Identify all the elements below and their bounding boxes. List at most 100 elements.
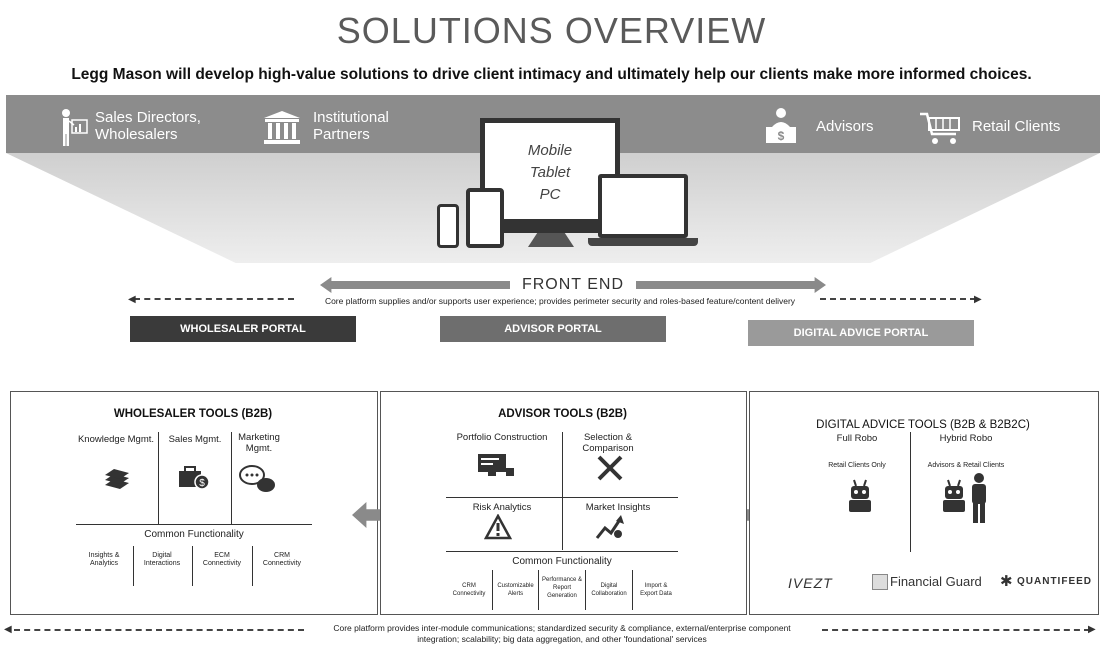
arrowhead-left-icon: ◀ [4, 624, 12, 635]
page-title: SOLUTIONS OVERVIEW [336, 10, 767, 51]
common-label: Connectivity [262, 560, 302, 567]
module-knowledge-mgmt: Knowledge Mgmt. [77, 434, 155, 445]
laptop-icon [598, 174, 688, 238]
front-end-arrow-left [320, 277, 510, 293]
divider [562, 432, 563, 550]
warning-icon [483, 513, 513, 540]
module-marketing-mgmt: Marketing Mgmt. [238, 432, 280, 454]
common-label: Connectivity [452, 591, 486, 597]
module-market-insights: Market Insights [585, 502, 651, 513]
user-label: Sales Directors, [95, 109, 201, 126]
presenter-icon [58, 107, 88, 147]
quantifeed-icon: ✱ [1000, 573, 1013, 590]
full-robo-sub: Retail Clients Only [828, 462, 886, 469]
bottom-description: Core platform provides inter-module comm… [304, 623, 820, 645]
user-label: Partners [313, 126, 370, 143]
common-label: Digital [600, 583, 618, 589]
svg-text:$: $ [778, 129, 785, 143]
divider [192, 546, 193, 586]
divider [910, 432, 911, 552]
module-sales-mgmt: Sales Mgmt. [168, 434, 222, 445]
common-label: Collaboration [591, 591, 627, 597]
common-label: Performance & [541, 577, 583, 583]
wholesaler-tools-box [10, 391, 378, 615]
divider [231, 432, 232, 524]
arrowhead-right-icon: ▶ [1088, 624, 1096, 635]
advisor-tools-title: ADVISOR TOOLS (B2B) [498, 408, 627, 420]
quantifeed-logo: QUANTIFEED [1017, 576, 1092, 587]
user-retail-clients: Retail Clients [972, 118, 1061, 135]
front-end-dash-left [134, 298, 294, 300]
full-robo-label: Full Robo [836, 433, 878, 444]
cart-icon [918, 110, 962, 146]
svg-text:$: $ [199, 478, 205, 489]
wholesaler-common-title: Common Functionality [144, 529, 244, 540]
common-label: Report [552, 585, 571, 591]
divider [446, 497, 678, 498]
common-insights-analytics: Insights &Analytics [76, 552, 132, 568]
computer-icon [476, 452, 516, 480]
divider [252, 546, 253, 586]
monitor-stand [528, 233, 574, 247]
divider [133, 546, 134, 586]
laptop-base [588, 238, 698, 246]
divider [538, 570, 539, 610]
wholesaler-tools-title: WHOLESALER TOOLS (B2B) [113, 408, 273, 420]
bottom-line: Core platform provides inter-module comm… [333, 623, 791, 633]
arrowhead-left-icon: ◀ [128, 294, 136, 305]
module-label: Comparison [582, 443, 634, 454]
trend-icon [594, 512, 626, 542]
common-label: Connectivity [202, 560, 242, 567]
user-sales-directors: Sales Directors, Wholesalers [95, 109, 201, 143]
page-subtitle: Legg Mason will develop high-value solut… [71, 66, 1032, 83]
common-label: Interactions [143, 560, 181, 567]
user-institutional-partners: Institutional Partners [313, 109, 389, 143]
documents-icon [102, 465, 132, 491]
hybrid-robo-sub: Advisors & Retail Clients [927, 462, 1005, 469]
digital-advice-tools-box [749, 391, 1099, 615]
bottom-line: integration; scalability; big data aggre… [417, 634, 707, 644]
advisor-icon: $ [764, 107, 798, 145]
bottom-dash-left [14, 629, 304, 631]
front-end-dash-right [820, 298, 976, 300]
person-icon [968, 472, 990, 524]
user-label: Institutional [313, 109, 389, 126]
divider [76, 524, 312, 525]
wholesaler-portal: WHOLESALER PORTAL [130, 316, 356, 342]
module-risk-analytics: Risk Analytics [472, 502, 532, 513]
advisor-common-title: Common Functionality [512, 556, 612, 567]
advisor-portal: ADVISOR PORTAL [440, 316, 666, 342]
common-label: Analytics [89, 560, 118, 567]
front-end-arrow-right [636, 277, 826, 293]
common-label: Customizable [497, 583, 534, 589]
advisor-tools-box [380, 391, 747, 615]
divider [158, 432, 159, 524]
module-selection-comparison: Selection &Comparison [568, 432, 648, 454]
financial-guard-logo: Financial Guard [890, 574, 982, 589]
financial-guard-icon [872, 574, 888, 590]
common-label: Import & [644, 583, 668, 589]
tablet-icon [466, 188, 504, 248]
device-label-mobile: Mobile [527, 142, 573, 159]
divider [446, 551, 678, 552]
institution-icon [262, 110, 302, 146]
module-label: Selection & [583, 432, 633, 443]
common-label: Generation [547, 593, 577, 599]
user-label: Wholesalers [95, 126, 178, 143]
divider [585, 570, 586, 610]
arrowhead-right-icon: ▶ [974, 294, 982, 305]
front-end-description: Core platform supplies and/or supports u… [324, 296, 796, 306]
common-label: Digital [152, 552, 172, 559]
user-advisors: Advisors [816, 118, 874, 135]
common-label: CRM [462, 583, 476, 589]
common-label: Insights & [88, 552, 120, 559]
device-label-tablet: Tablet [529, 164, 571, 181]
common-label: Export Data [640, 591, 672, 597]
common-label: CRM [274, 552, 290, 559]
common-label: ECM [214, 552, 230, 559]
common-crm-connectivity: CRM Connectivity [446, 582, 492, 598]
